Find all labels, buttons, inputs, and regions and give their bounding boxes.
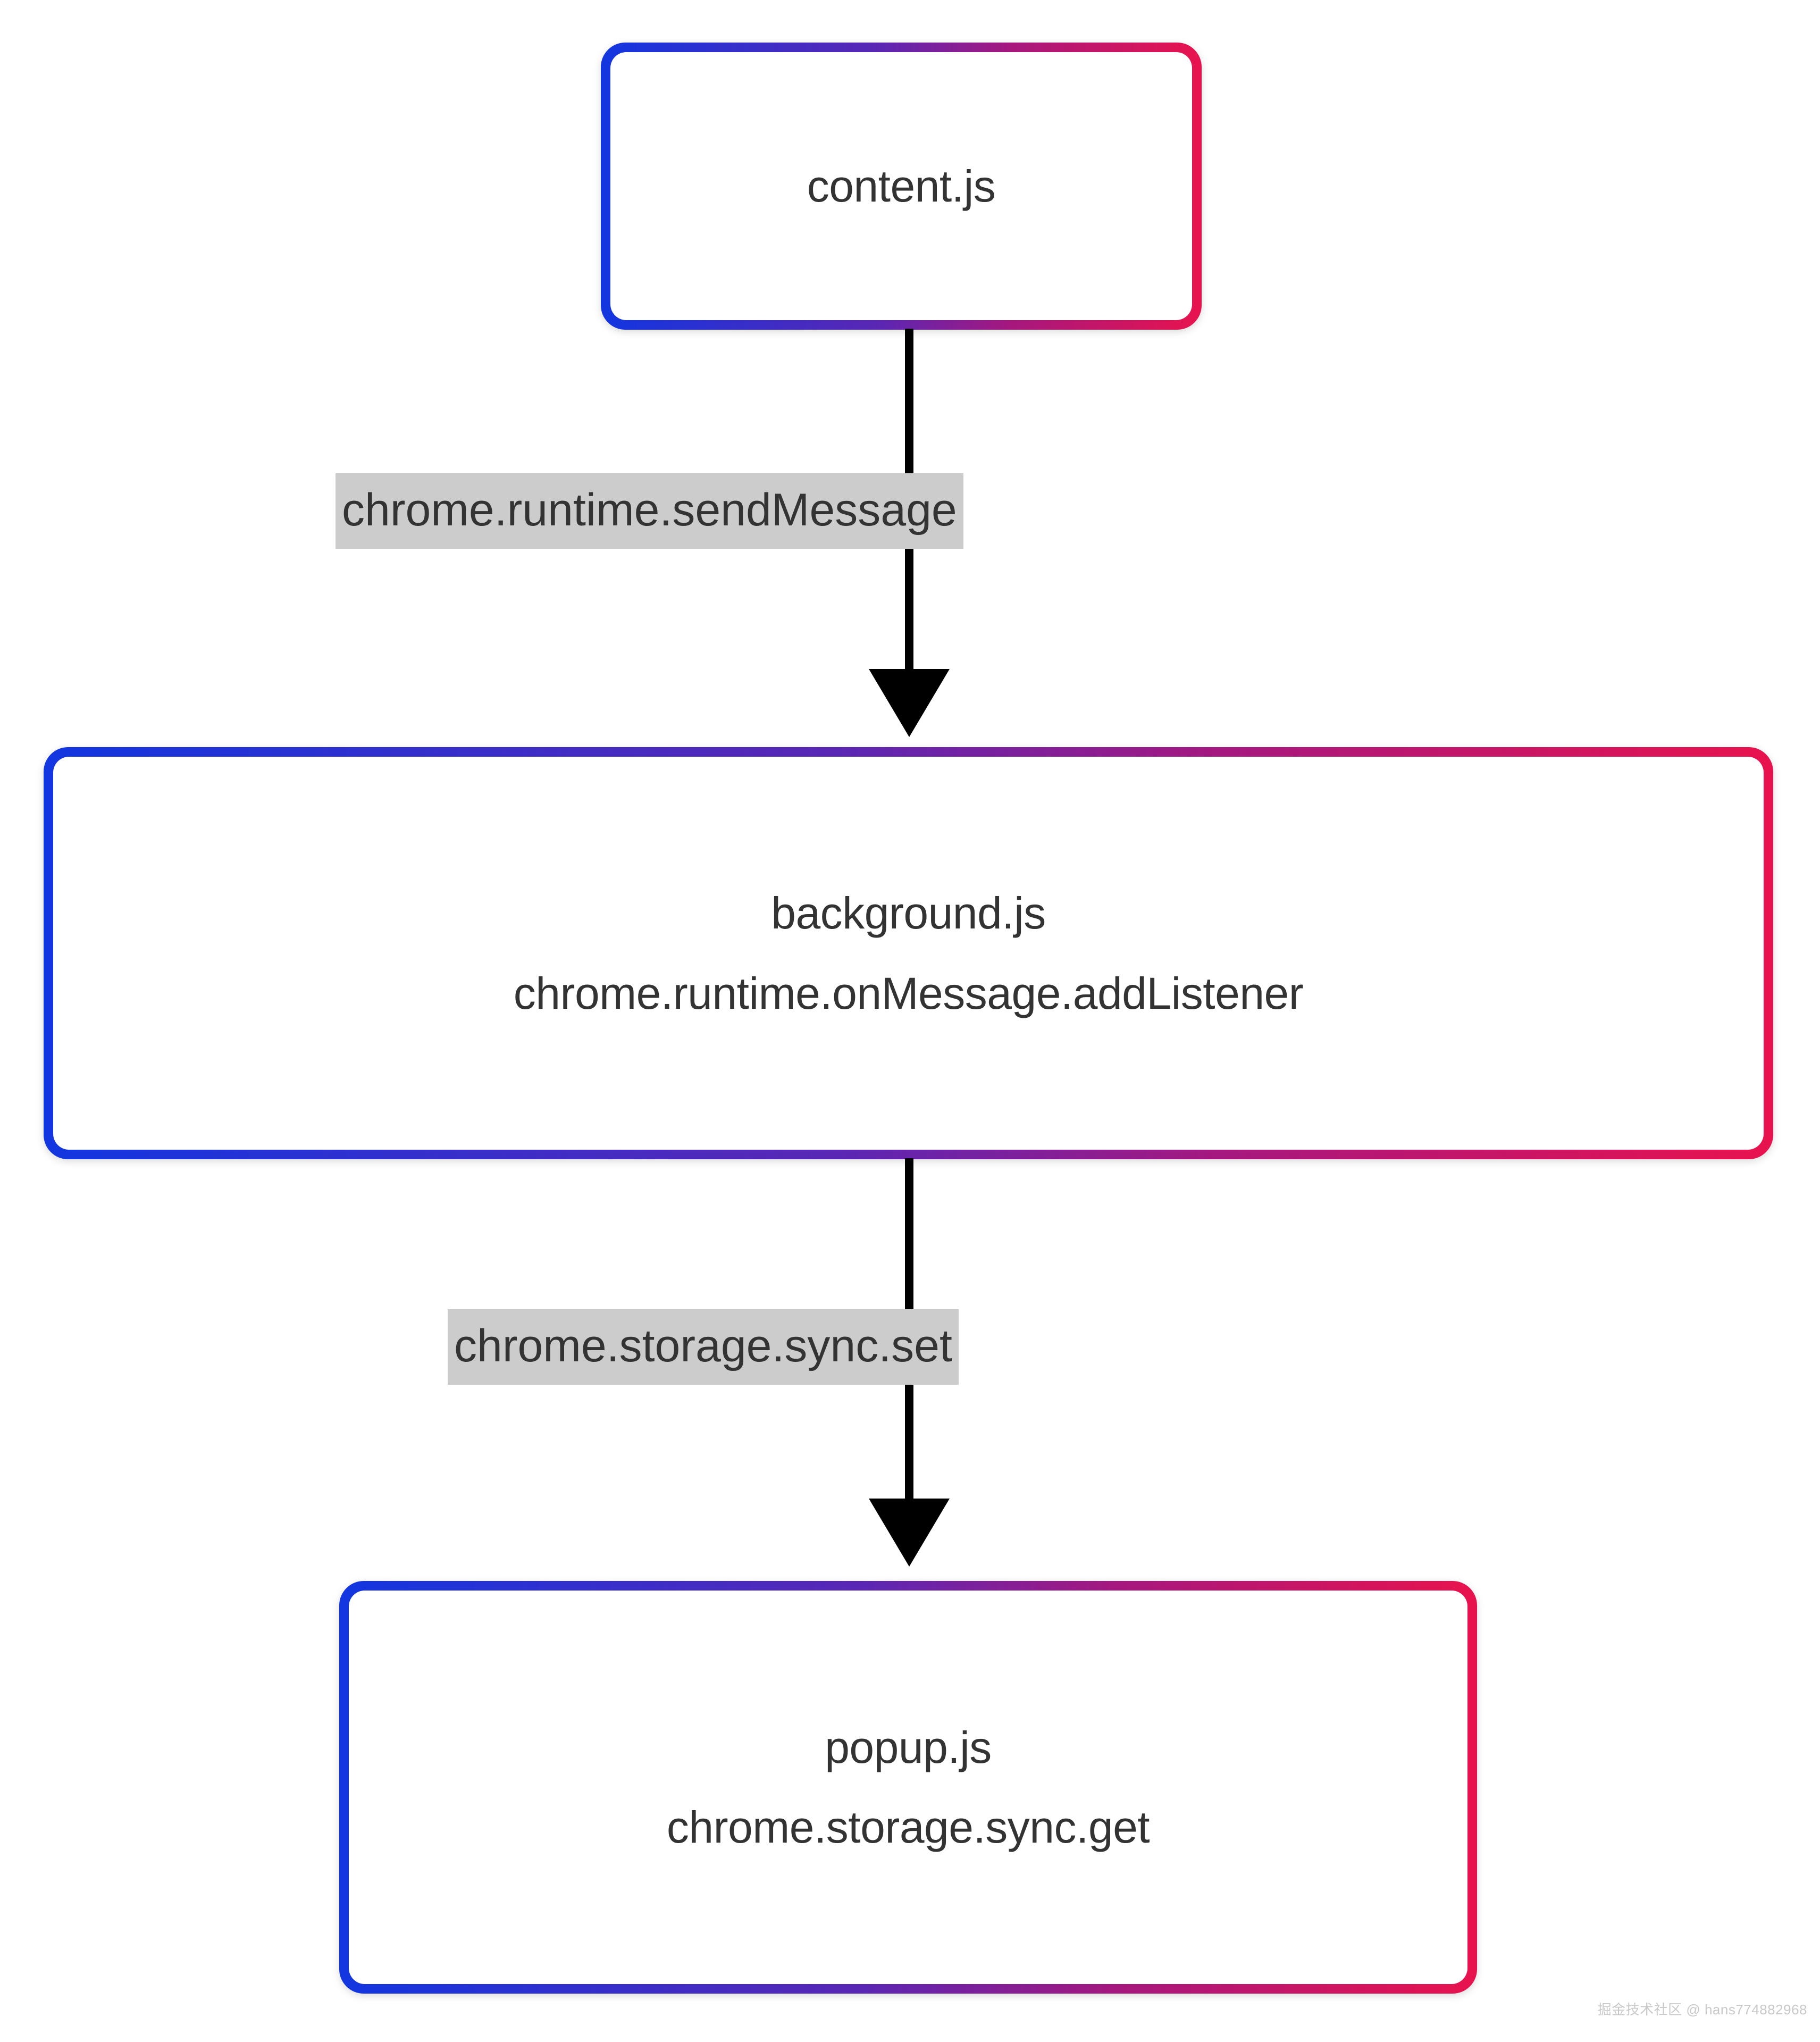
- node-content-js-body: content.js: [610, 52, 1192, 320]
- node-background-js-label-line-2: chrome.runtime.onMessage.addListener: [513, 968, 1304, 1018]
- edge2-label: chrome.storage.sync.set: [448, 1309, 959, 1385]
- watermark: 掘金技术社区 @ hans774882968: [1597, 2002, 1807, 2018]
- node-background-js-body: background.js chrome.runtime.onMessage.a…: [53, 757, 1764, 1150]
- edge1-arrowhead-icon: [869, 669, 950, 737]
- node-popup-js-label-line-2: chrome.storage.sync.get: [666, 1802, 1150, 1852]
- node-background-js-label-line-1: background.js: [771, 888, 1046, 939]
- node-popup-js-label-line-1: popup.js: [825, 1722, 992, 1772]
- node-background-js[interactable]: background.js chrome.runtime.onMessage.a…: [44, 747, 1773, 1159]
- node-content-js[interactable]: content.js: [601, 43, 1202, 330]
- edge1-label: chrome.runtime.sendMessage: [336, 473, 963, 549]
- node-content-js-label-line-1: content.js: [807, 161, 996, 211]
- edge2-arrowhead-icon: [869, 1499, 950, 1567]
- node-popup-js-body: popup.js chrome.storage.sync.get: [349, 1591, 1467, 1984]
- node-popup-js[interactable]: popup.js chrome.storage.sync.get: [339, 1581, 1477, 1994]
